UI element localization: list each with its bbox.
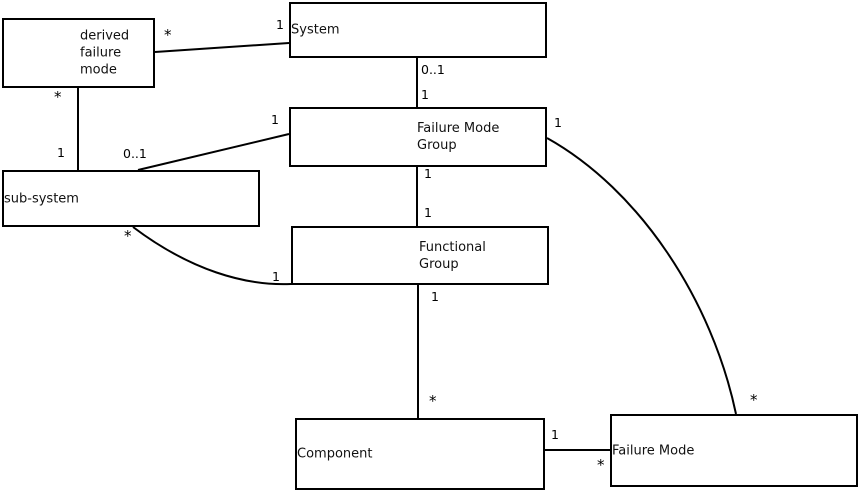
- class-label-functional-group: Functional Group: [419, 239, 486, 272]
- multiplicity-system-left: 1: [276, 17, 284, 32]
- multiplicity-failure-mode-group-left: 1: [271, 112, 279, 127]
- multiplicity-component-right: 1: [551, 427, 559, 442]
- multiplicity-failure-mode-left: *: [597, 456, 605, 474]
- class-label-component: Component: [297, 446, 373, 462]
- multiplicity-system-bottom: 0..1: [421, 62, 445, 77]
- association-line-sub-system-to-failure-mode-group: [137, 133, 290, 171]
- class-label-failure-mode-group: Failure Mode Group: [417, 121, 500, 153]
- class-box-functional-group[interactable]: Functional Group: [291, 226, 549, 285]
- class-label-system: System: [291, 22, 340, 38]
- class-box-system[interactable]: System: [289, 2, 547, 58]
- multiplicity-derived-failure-mode-bottom: *: [54, 88, 62, 106]
- multiplicity-component-top: *: [429, 392, 437, 410]
- multiplicity-failure-mode-top: *: [750, 391, 758, 409]
- class-label-sub-system: sub-system: [4, 191, 79, 206]
- class-box-failure-mode[interactable]: Failure Mode: [610, 414, 858, 487]
- multiplicity-functional-group-bottom: 1: [431, 289, 439, 304]
- multiplicity-failure-mode-group-bottom: 1: [424, 166, 432, 181]
- class-box-component[interactable]: Component: [295, 418, 545, 490]
- multiplicity-failure-mode-group-top: 1: [421, 87, 429, 102]
- association-curve-failure-mode-group-to-failure-mode: [546, 137, 737, 415]
- multiplicity-functional-group-left: 1: [272, 269, 280, 284]
- multiplicity-derived-failure-mode-to-system: *: [164, 26, 172, 44]
- multiplicity-sub-system-bottom: *: [124, 227, 132, 245]
- class-label-derived-failure-mode: derived failure mode: [80, 28, 130, 78]
- association-line-derived-failure-mode-to-system: [154, 42, 290, 53]
- class-box-failure-mode-group[interactable]: Failure Mode Group: [289, 107, 547, 167]
- multiplicity-failure-mode-group-right: 1: [554, 115, 562, 130]
- class-box-derived-failure-mode[interactable]: derived failure mode: [2, 18, 155, 88]
- association-curve-sub-system-to-functional-group: [132, 226, 292, 286]
- class-label-failure-mode: Failure Mode: [612, 443, 695, 458]
- multiplicity-sub-system-left: 1: [57, 145, 65, 160]
- multiplicity-functional-group-top: 1: [424, 205, 432, 220]
- class-box-sub-system[interactable]: sub-system: [2, 170, 260, 227]
- multiplicity-sub-system-top: 0..1: [123, 146, 147, 161]
